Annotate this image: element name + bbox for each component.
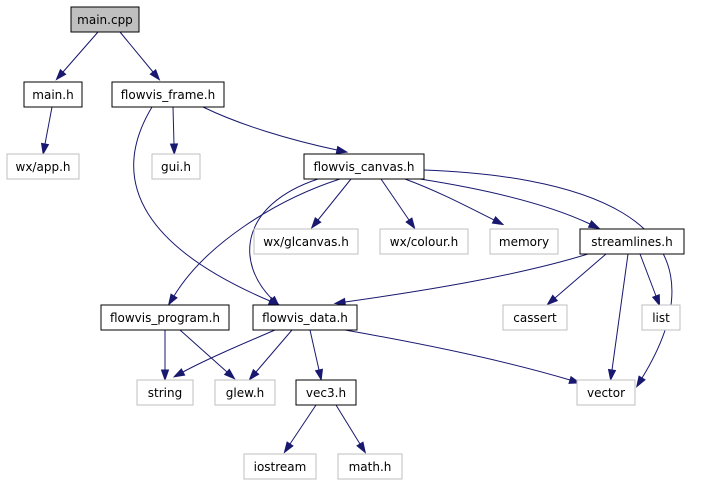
node-label: vector [587, 386, 625, 400]
node-flowvis-data-h[interactable]: flowvis_data.h [252, 304, 358, 331]
node-vector[interactable]: vector [576, 379, 636, 406]
node-main-cpp[interactable]: main.cpp [70, 6, 140, 33]
edge-flowvis-canvas-h-to-memory [404, 178, 505, 226]
node-label: main.cpp [77, 13, 133, 27]
node-wx-glcanvas-h[interactable]: wx/glcanvas.h [253, 228, 359, 255]
node-memory[interactable]: memory [489, 228, 559, 255]
node-label: math.h [349, 460, 392, 474]
node-flowvis-canvas-h[interactable]: flowvis_canvas.h [303, 153, 425, 180]
edge-vec3-h-to-iostream [283, 404, 317, 454]
node-label: gui.h [161, 160, 191, 174]
node-label: list [652, 311, 670, 325]
node-label: iostream [254, 460, 307, 474]
node-streamlines-h[interactable]: streamlines.h [579, 228, 685, 255]
node-vec3-h[interactable]: vec3.h [295, 379, 357, 406]
node-label: streamlines.h [591, 235, 672, 249]
node-label: cassert [513, 311, 557, 325]
node-label: wx/glcanvas.h [263, 235, 349, 249]
edge-flowvis-data-h-to-vector [344, 329, 582, 384]
node-label: wx/app.h [16, 160, 71, 174]
node-flowvis-program-h[interactable]: flowvis_program.h [100, 304, 230, 331]
edge-flowvis-frame-h-to-flowvis-canvas-h [202, 106, 349, 155]
edge-flowvis-canvas-h-to-wx-colour-h [380, 178, 416, 230]
node-label: string [148, 386, 182, 400]
edge-main-cpp-to-flowvis-frame-h [119, 31, 161, 81]
node-wx-colour-h[interactable]: wx/colour.h [379, 228, 469, 255]
node-label: memory [499, 235, 549, 249]
node-label: flowvis_frame.h [121, 88, 215, 102]
edge-main-h-to-wx-app-h [40, 106, 53, 156]
edge-flowvis-data-h-to-string [172, 329, 276, 378]
node-label: glew.h [226, 386, 264, 400]
node-flowvis-frame-h[interactable]: flowvis_frame.h [111, 81, 225, 108]
edge-flowvis-canvas-h-to-flowvis-program-h [167, 178, 341, 306]
edge-vec3-h-to-math-h [335, 404, 367, 454]
node-label: wx/colour.h [390, 235, 458, 249]
node-cassert[interactable]: cassert [502, 304, 568, 331]
edge-streamlines-h-to-cassert [546, 253, 607, 306]
node-math-h[interactable]: math.h [337, 453, 403, 480]
edge-streamlines-h-to-flowvis-data-h [333, 253, 589, 307]
edge-main-cpp-to-main-h [55, 31, 99, 81]
edge-flowvis-data-h-to-glew-h [248, 329, 293, 381]
edge-flowvis-program-h-to-glew-h [179, 329, 236, 380]
edge-flowvis-canvas-h-to-flowvis-data-h [249, 178, 319, 308]
edge-flowvis-canvas-h-to-vector [423, 169, 673, 388]
edge-flowvis-frame-h-to-flowvis-data-h [133, 106, 281, 306]
edge-flowvis-canvas-h-to-wx-glcanvas-h [310, 178, 352, 229]
edge-flowvis-frame-h-to-gui-h [169, 106, 179, 156]
node-gui-h[interactable]: gui.h [151, 153, 201, 180]
node-string[interactable]: string [136, 379, 194, 406]
node-iostream[interactable]: iostream [243, 453, 317, 480]
edge-flowvis-canvas-h-to-streamlines-h [419, 178, 601, 229]
edge-streamlines-h-to-vector [607, 253, 629, 382]
edge-flowvis-program-h-to-string [160, 330, 170, 382]
node-label: main.h [32, 88, 73, 102]
node-main-h[interactable]: main.h [23, 81, 83, 108]
node-label: flowvis_program.h [110, 311, 220, 325]
node-label: flowvis_data.h [262, 311, 348, 325]
edge-flowvis-data-h-to-vec3-h [309, 329, 323, 382]
node-label: flowvis_canvas.h [313, 160, 414, 174]
node-label: vec3.h [306, 386, 346, 400]
node-glew-h[interactable]: glew.h [214, 379, 276, 406]
edge-streamlines-h-to-list [639, 253, 661, 307]
node-list[interactable]: list [641, 304, 681, 331]
node-wx-app-h[interactable]: wx/app.h [6, 153, 80, 180]
